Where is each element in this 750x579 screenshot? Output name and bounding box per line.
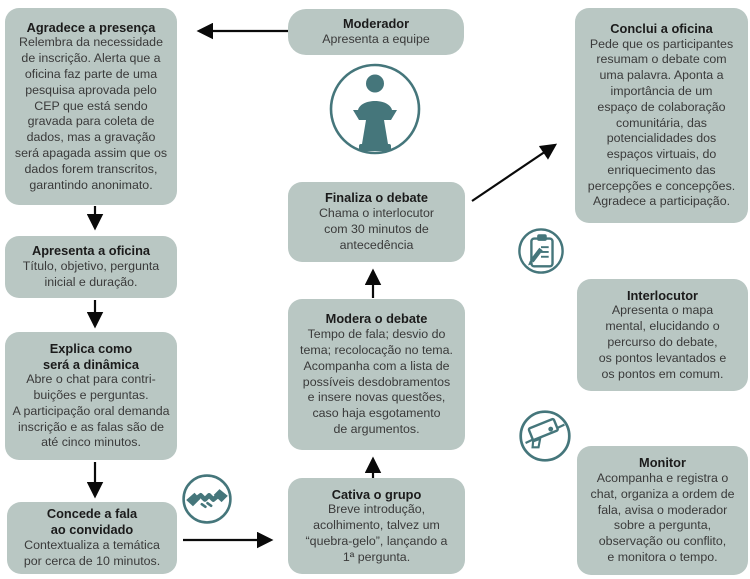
node-title: Finaliza o debate (324, 190, 429, 206)
node-title: Concede a fala ao convidado (46, 506, 138, 538)
node-agradece-a-presenca: Agradece a presença Relembra da necessid… (5, 8, 177, 205)
node-concede-a-fala: Concede a fala ao convidado Contextualiz… (7, 502, 177, 574)
node-cativa-o-grupo: Cativa o grupo Breve introdução, acolhim… (288, 478, 465, 574)
node-body: Abre o chat para contri- buições e pergu… (12, 372, 170, 450)
node-body: Tempo de fala; desvio do tema; recolocaç… (300, 327, 453, 436)
node-moderador: Moderador Apresenta a equipe (288, 9, 464, 55)
node-title: Apresenta a oficina (31, 243, 151, 259)
node-title: Moderador (342, 16, 410, 32)
node-body: Chama o interlocutor com 30 minutos de a… (318, 206, 434, 252)
arrow-finaliza-to-conclui (471, 143, 558, 202)
node-title: Interlocutor (626, 287, 699, 303)
node-title: Modera o debate (325, 311, 428, 327)
node-monitor: Monitor Acompanha e registra o chat, org… (577, 446, 748, 575)
handshake-icon (182, 474, 232, 524)
node-conclui-a-oficina: Conclui a oficina Pede que os participan… (575, 8, 748, 223)
node-title: Conclui a oficina (610, 20, 713, 36)
node-body: Relembra da necessidade de inscrição. Al… (14, 35, 168, 192)
node-apresenta-a-oficina: Apresenta a oficina Título, objetivo, pe… (5, 236, 177, 298)
node-explica-a-dinamica: Explica como será a dinâmica Abre o chat… (5, 332, 177, 460)
node-body: Pede que os participantes resumam o deba… (587, 36, 736, 209)
security-camera-icon (519, 410, 571, 462)
node-title: Explica como será a dinâmica (42, 340, 140, 372)
node-title: Cativa o grupo (331, 486, 422, 502)
node-body: Contextualiza a temática por cerca de 10… (23, 538, 161, 568)
node-body: Título, objetivo, pergunta inicial e dur… (22, 259, 160, 289)
node-title: Agradece a presença (26, 19, 156, 35)
node-finaliza-o-debate: Finaliza o debate Chama o interlocutor c… (288, 182, 465, 262)
node-body: Breve introdução, acolhimento, talvez um… (305, 502, 448, 564)
node-body: Apresenta a equipe (322, 32, 430, 46)
node-body: Acompanha e registra o chat, organiza a … (590, 471, 735, 564)
node-title: Monitor (639, 455, 686, 471)
clipboard-pencil-icon (518, 228, 564, 274)
node-modera-o-debate: Modera o debate Tempo de fala; desvio do… (288, 299, 465, 450)
podium-speaker-icon (329, 63, 421, 155)
node-body: Apresenta o mapa mental, elucidando o pe… (598, 303, 727, 381)
node-interlocutor: Interlocutor Apresenta o mapa mental, el… (577, 279, 748, 391)
